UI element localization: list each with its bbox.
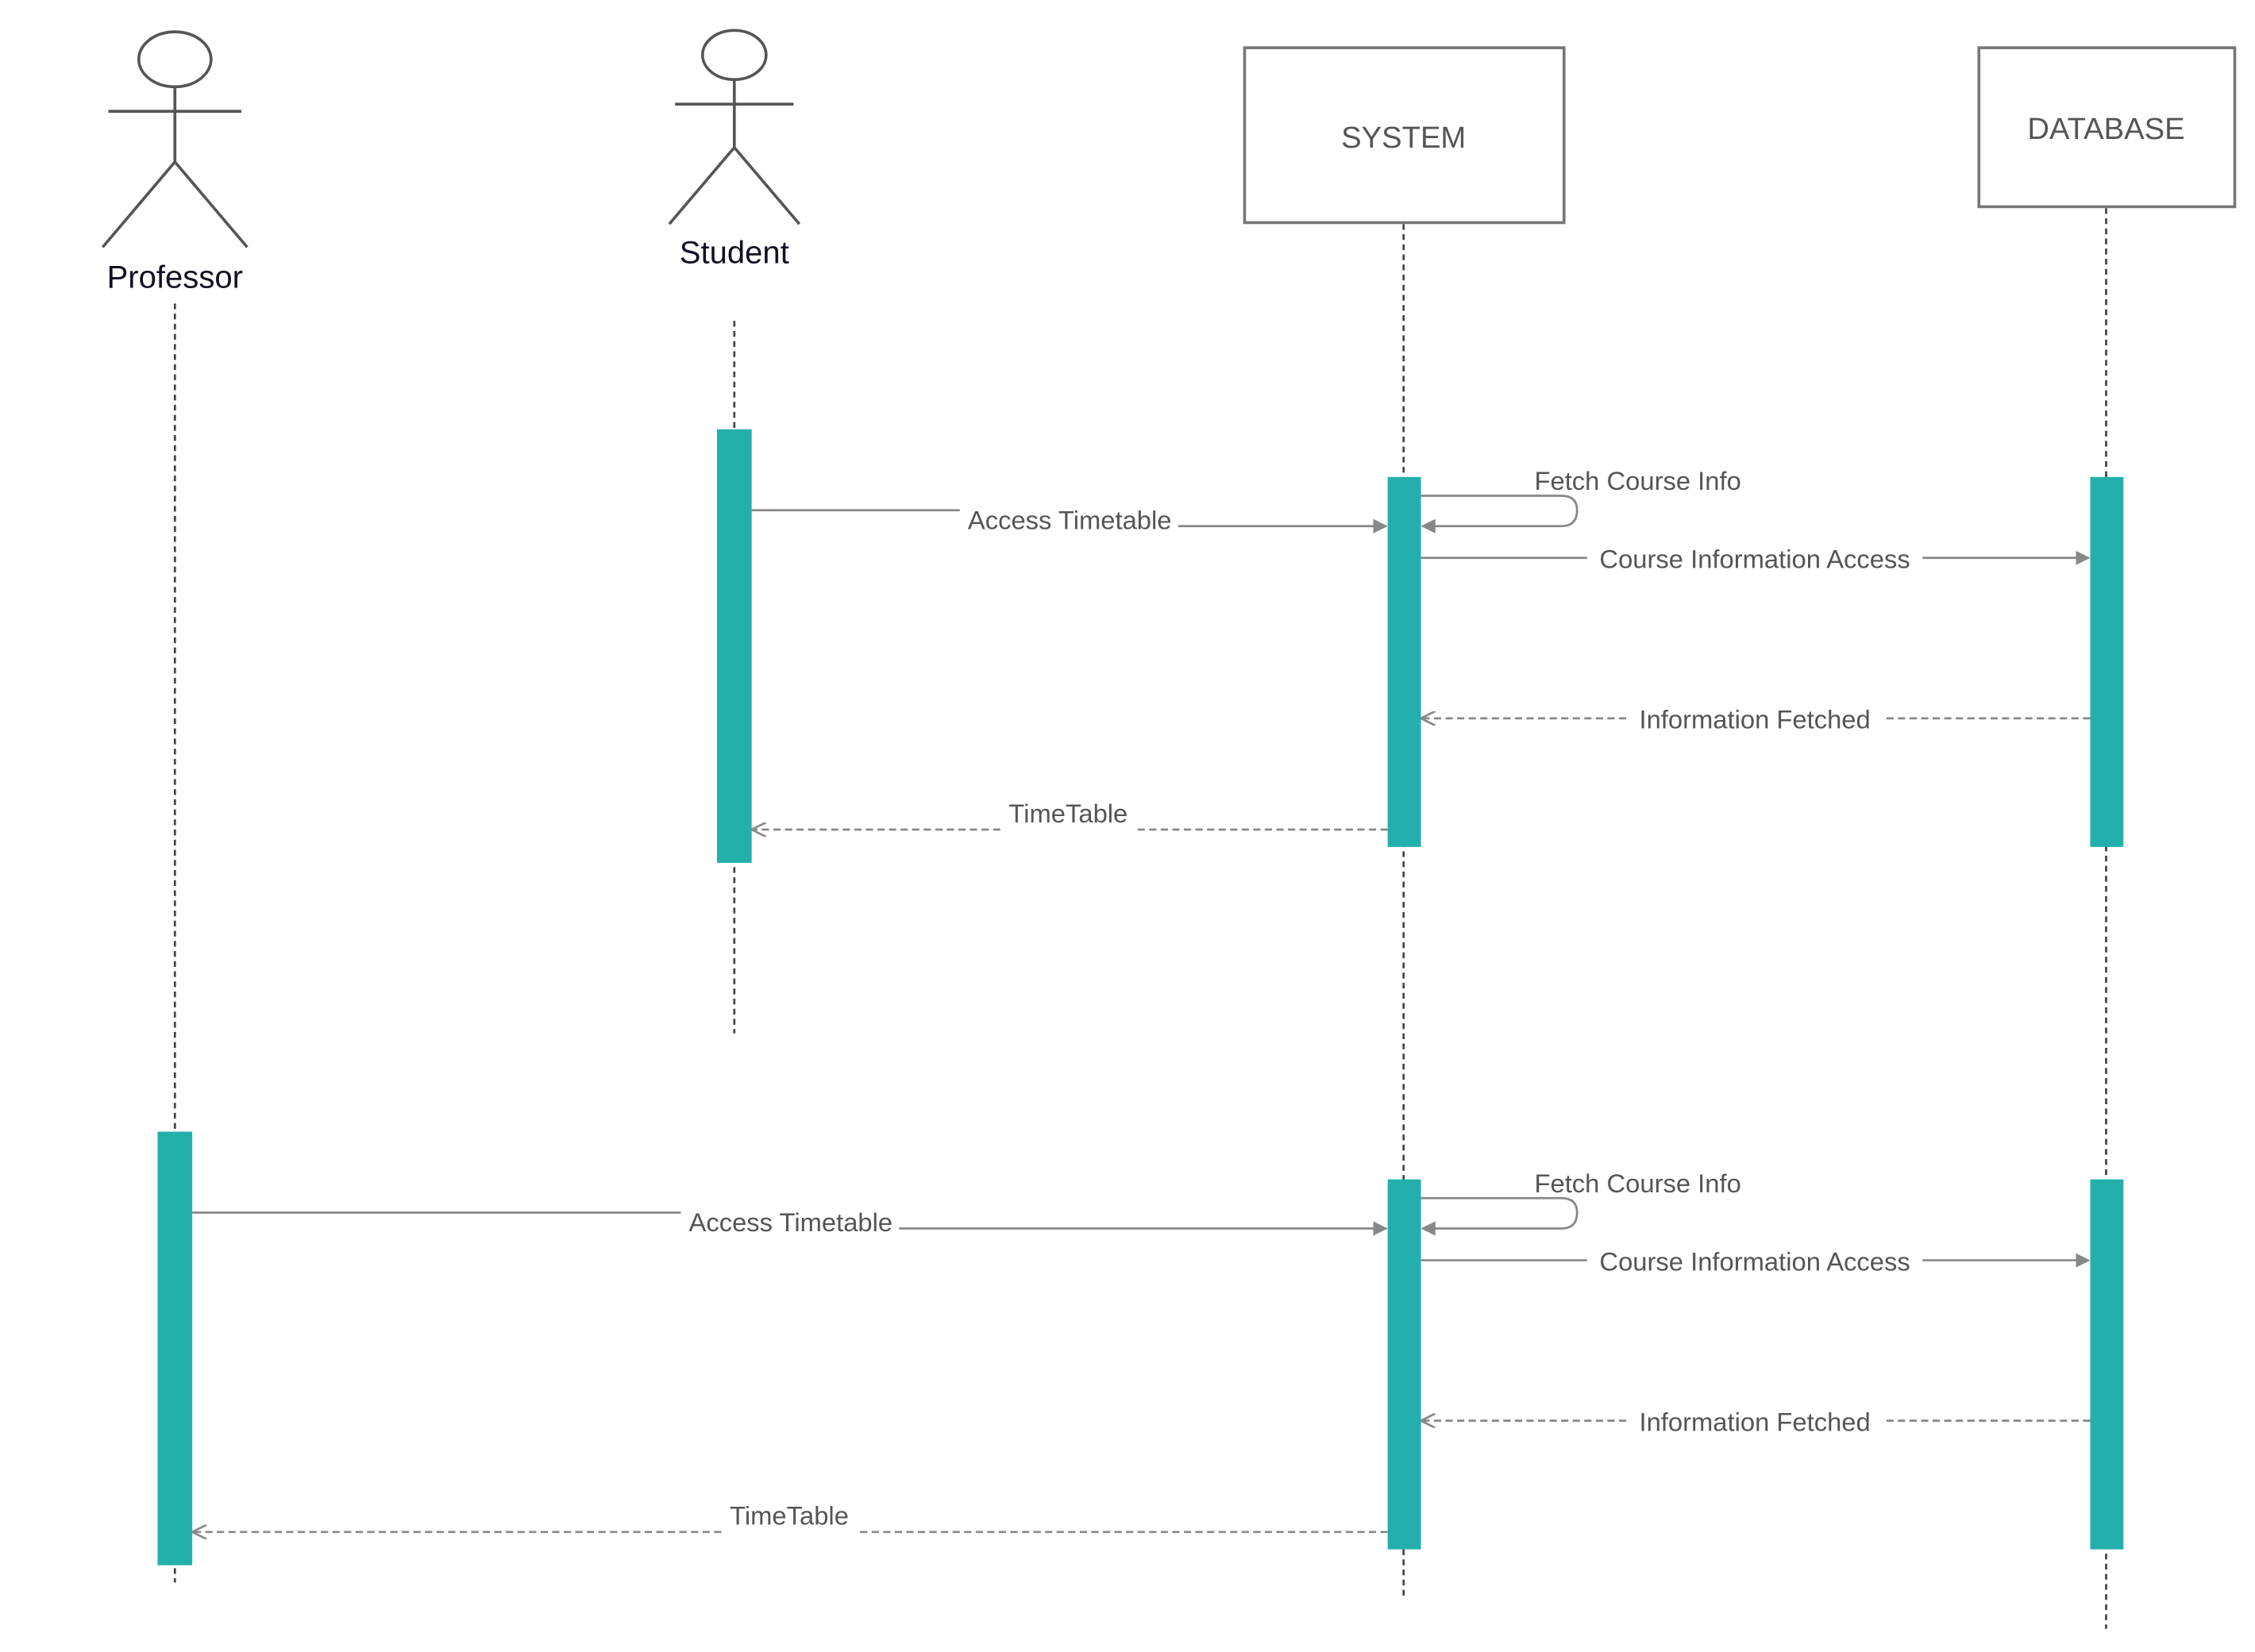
fetch-course-info-label-2: Fetch Course Info (1534, 1169, 1740, 1198)
fetch-course-info-message-2: Fetch Course Info (1420, 1169, 1741, 1236)
database-box (1977, 46, 2237, 209)
professor-activation-bar (157, 1131, 193, 1565)
system-box (1243, 46, 1566, 225)
timetable-return-message-2: TimeTable (194, 1501, 1388, 1532)
information-fetched-label-1: Information Fetched (1639, 705, 1870, 734)
timetable-return-message-1: TimeTable (753, 799, 1388, 830)
system-activation-bar-1 (1387, 476, 1421, 847)
fetch-course-info-label-1: Fetch Course Info (1534, 466, 1740, 495)
professor-label: Professor (107, 260, 243, 295)
course-information-access-label-2: Course Information Access (1599, 1246, 1910, 1276)
student-actor-icon (668, 29, 801, 225)
course-information-access-message-2: Course Information Access (1420, 1246, 2091, 1276)
database-activation-bar-1 (2090, 476, 2124, 847)
timetable-label-2: TimeTable (730, 1501, 849, 1531)
timetable-label-1: TimeTable (1008, 799, 1128, 828)
fetch-course-info-message-1: Fetch Course Info (1420, 466, 1741, 533)
information-fetched-label-2: Information Fetched (1639, 1407, 1870, 1436)
information-fetched-message-1: Information Fetched (1422, 705, 2091, 734)
system-activation-bar-2 (1387, 1179, 1421, 1550)
system-label: SYSTEM (1341, 121, 1466, 155)
access-timetable-label-1: Access Timetable (968, 505, 1172, 534)
course-information-access-message-1: Course Information Access (1420, 545, 2091, 574)
access-timetable-message-1: Access Timetable (751, 505, 1388, 534)
access-timetable-message-2: Access Timetable (192, 1207, 1388, 1237)
database-label: DATABASE (2027, 112, 2184, 146)
student-label: Student (680, 235, 789, 270)
professor-actor-icon (101, 30, 249, 248)
access-timetable-label-2: Access Timetable (688, 1207, 892, 1237)
course-information-access-label-1: Course Information Access (1599, 545, 1910, 574)
database-activation-bar-2 (2090, 1179, 2124, 1550)
student-activation-bar (716, 429, 752, 863)
information-fetched-message-2: Information Fetched (1422, 1407, 2091, 1436)
